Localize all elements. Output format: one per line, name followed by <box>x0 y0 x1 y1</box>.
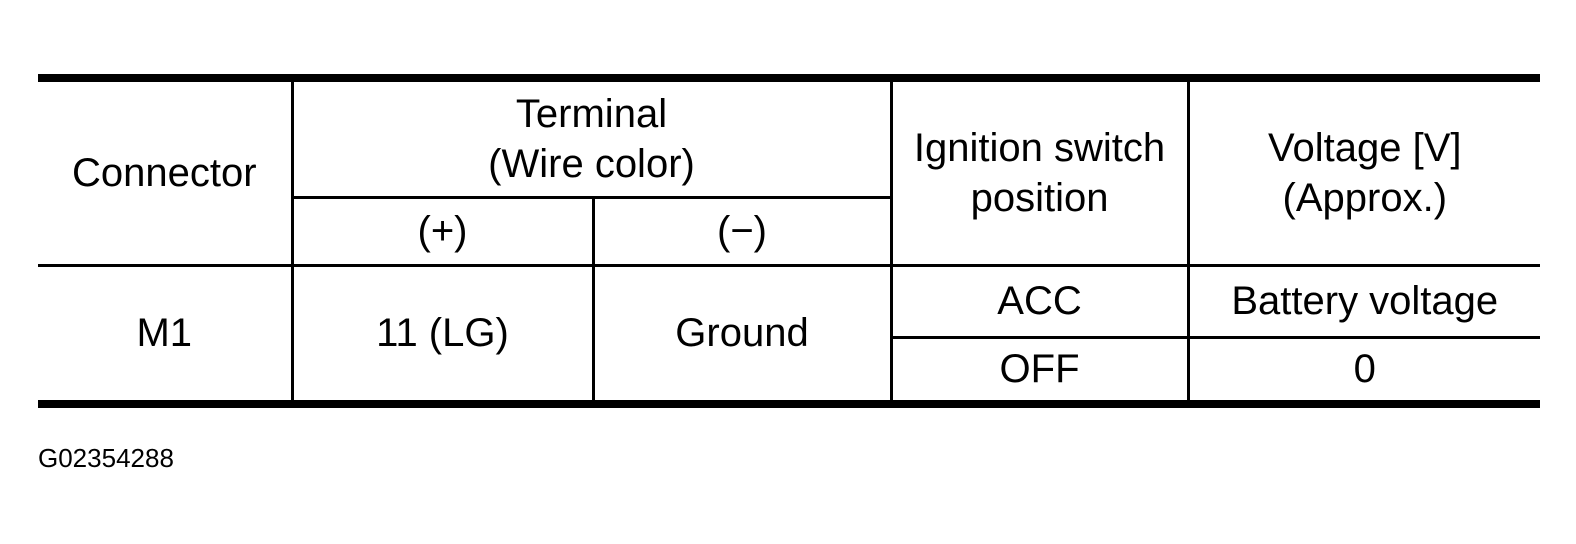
header-terminal: Terminal (Wire color) <box>290 76 893 199</box>
cell-terminal-plus-value: 11 (LG) <box>290 263 595 406</box>
cell-ignition-acc: ACC <box>889 263 1190 339</box>
cell-ignition-off: OFF <box>889 335 1190 406</box>
header-connector: Connector <box>38 76 294 267</box>
header-row-sub: (+) (−) <box>38 195 1540 267</box>
header-terminal-line2: (Wire color) <box>488 141 695 186</box>
cell-voltage-off: 0 <box>1186 335 1541 406</box>
header-terminal-minus: (−) <box>591 195 893 267</box>
header-row-top: Connector Terminal (Wire color) Ignition… <box>38 76 1541 267</box>
data-row-acc: M1 11 (LG) Ground ACC Battery voltage <box>38 263 1541 406</box>
header-voltage-line1: Voltage [V] <box>1268 125 1462 170</box>
cell-voltage-acc: Battery voltage <box>1186 263 1541 339</box>
header-voltage: Voltage [V] (Approx.) <box>1186 76 1541 267</box>
header-ignition-line1: Ignition switch <box>913 125 1166 170</box>
cell-connector-value: M1 <box>38 263 294 406</box>
figure-id: G02354288 <box>38 443 174 473</box>
header-terminal-line1: Terminal <box>515 91 668 136</box>
cell-terminal-minus-value: Ground <box>591 263 893 406</box>
header-ignition-switch-position: Ignition switch position <box>889 76 1190 267</box>
voltage-spec-table-wrap: Connector Terminal (Wire color) Ignition… <box>38 74 1541 408</box>
data-row-off: OFF 0 <box>38 335 1541 406</box>
header-ignition-line2: position <box>970 175 1109 220</box>
voltage-spec-table: Connector Terminal (Wire color) Ignition… <box>38 74 1541 408</box>
header-terminal-plus: (+) <box>290 195 595 267</box>
header-voltage-line2: (Approx.) <box>1282 175 1448 220</box>
